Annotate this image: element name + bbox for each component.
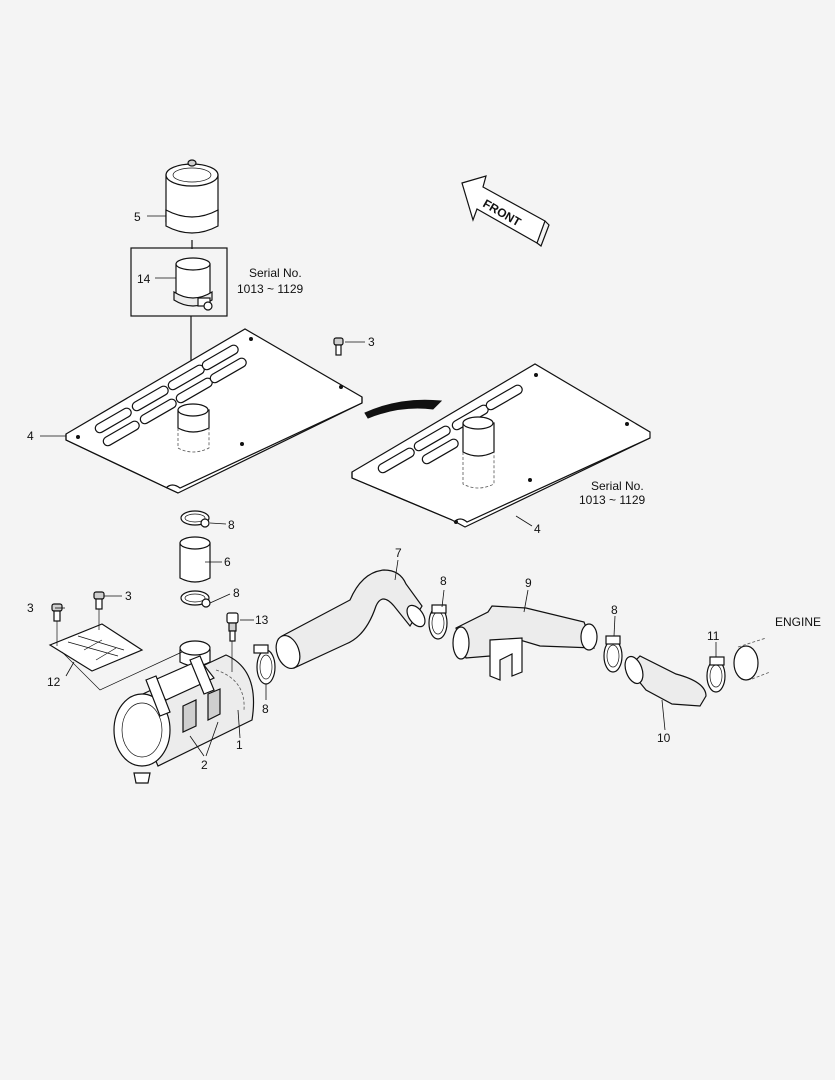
callout-2: 2: [201, 758, 208, 772]
clamp-engine: [706, 656, 726, 693]
serial-detail-box: [130, 247, 228, 317]
callout-9: 9: [525, 576, 532, 590]
clamp-cleaner-outlet: [253, 644, 276, 685]
callout-8-a: 8: [228, 518, 235, 532]
mounting-bracket: [48, 623, 183, 691]
air-cleaner: [113, 640, 255, 784]
louver-slots-right: [377, 384, 523, 474]
callout-4-left: 4: [27, 429, 34, 443]
clamp-mid-left: [428, 604, 448, 640]
cover-plate-right: [351, 363, 651, 528]
callout-6: 6: [224, 555, 231, 569]
callout-1: 1: [236, 738, 243, 752]
adapter-clamp: [173, 257, 213, 311]
front-direction-arrow: FRONT: [461, 175, 550, 247]
plate-duct-left: [177, 403, 210, 453]
hose-s-bend: [275, 569, 426, 670]
serial-label-top: Serial No.: [249, 266, 302, 280]
leader-lines: [40, 215, 717, 757]
callout-7: 7: [395, 546, 402, 560]
hose-straight: [179, 536, 211, 583]
cover-plate-left: [65, 328, 363, 494]
transition-arrow: [364, 399, 443, 419]
callout-12: 12: [47, 675, 61, 689]
callout-10: 10: [657, 731, 671, 745]
callout-8-c: 8: [262, 702, 269, 716]
callout-numbers: 5 14 3 4 4 8 6 8 3 3 13 12 8 1 2 7 8 9 8…: [27, 210, 720, 772]
serial-range-top: 1013 ~ 1129: [237, 282, 304, 296]
callout-8-d: 8: [440, 574, 447, 588]
engine-label: ENGINE: [775, 615, 821, 629]
bolt-mid: [93, 591, 105, 610]
bolt-top: [333, 337, 344, 356]
callout-8-e: 8: [611, 603, 618, 617]
pre-cleaner-cap: [165, 159, 219, 249]
callout-5: 5: [134, 210, 141, 224]
callout-3-left: 3: [27, 601, 34, 615]
callout-4-right: 4: [534, 522, 541, 536]
hose-elbow: [624, 655, 707, 707]
callout-13: 13: [255, 613, 269, 627]
clamp-mid-right: [603, 635, 623, 673]
louver-slots-left: [94, 344, 247, 447]
restriction-indicator: [226, 612, 239, 672]
serial-note-top: Serial No. 1013 ~ 1129: [237, 266, 304, 296]
serial-note-right: Serial No. 1013 ~ 1129: [579, 479, 646, 507]
callout-3-mid: 3: [125, 589, 132, 603]
serial-range-right: 1013 ~ 1129: [579, 493, 646, 507]
clamp-upper: [180, 510, 210, 528]
plate-duct-right: [462, 416, 495, 489]
engine-inlet: [733, 637, 771, 681]
callout-11: 11: [707, 629, 720, 643]
clamp-lower: [180, 590, 211, 608]
callout-3-top: 3: [368, 335, 375, 349]
bolt-left: [51, 603, 63, 622]
intake-pipe: [452, 605, 598, 681]
callout-14: 14: [137, 272, 151, 286]
callout-8-b: 8: [233, 586, 240, 600]
serial-label-right: Serial No.: [591, 479, 644, 493]
